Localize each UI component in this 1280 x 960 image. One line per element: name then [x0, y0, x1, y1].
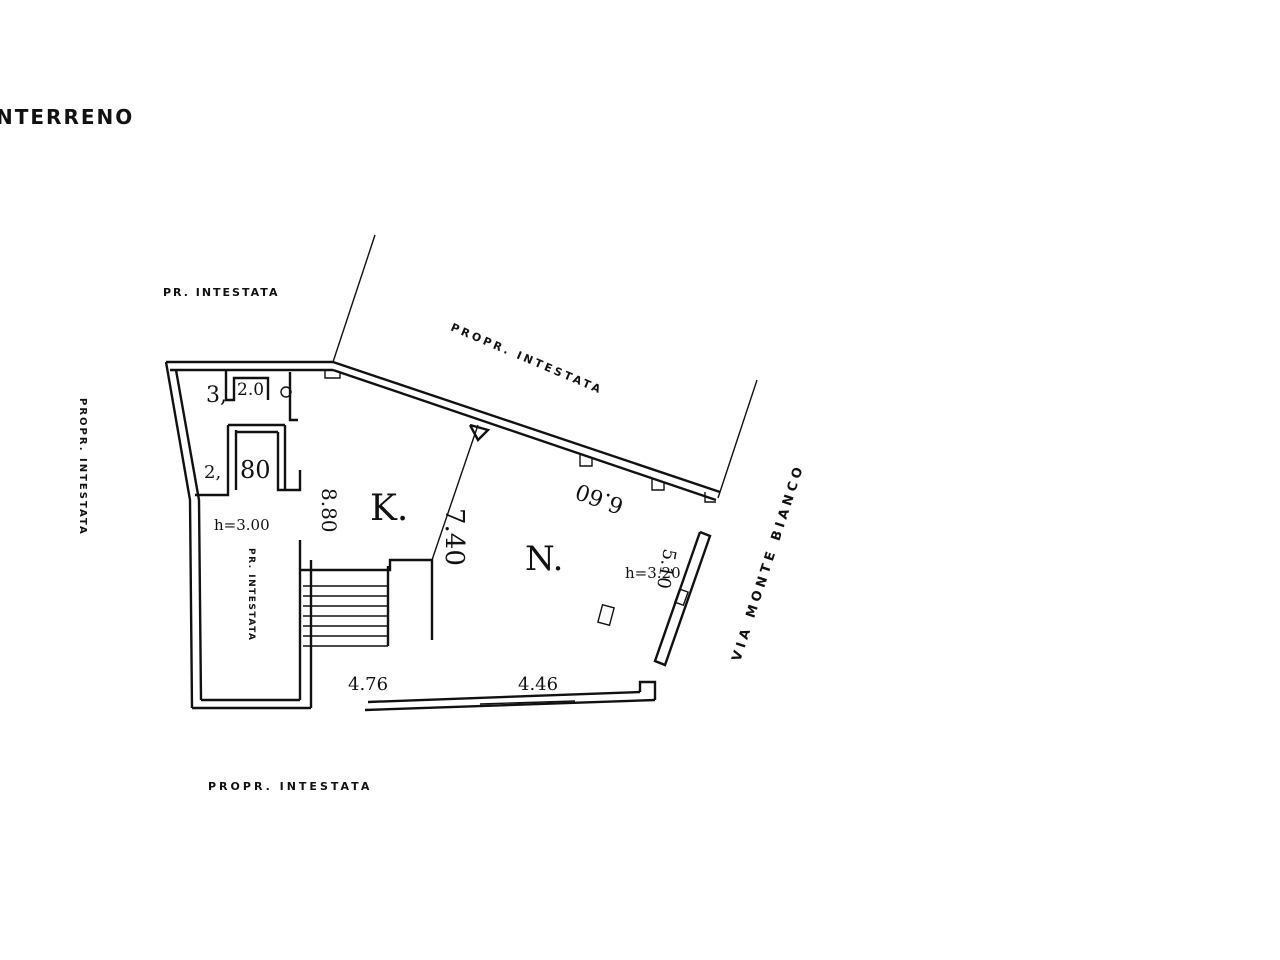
neighbor-label-top-left: PR. INTESTATA	[163, 286, 279, 299]
neighbor-label-inner-corridor: PR. INTESTATA	[246, 548, 256, 642]
dim-small-b: 2.0	[237, 380, 264, 400]
boundary-line-top	[332, 234, 376, 363]
dim-small-c: 2,	[204, 462, 221, 483]
service-rooms	[195, 370, 302, 497]
partition-diagonal	[431, 424, 479, 561]
neighbor-label-bottom: PROPR. INTESTATA	[208, 780, 372, 793]
column-mark	[597, 603, 615, 627]
dim-k-width: 8.80	[317, 488, 341, 533]
room-letter-n: N.	[525, 539, 563, 579]
wall-notches	[324, 370, 716, 503]
neighbor-label-top-diagonal: PROPR. INTESTATA	[449, 321, 605, 397]
dim-small-d: 80	[240, 456, 271, 484]
partition-head	[468, 423, 491, 442]
height-left: h=3.00	[214, 516, 270, 534]
dim-n-top: 6.60	[572, 478, 627, 518]
floor-heading: NTERRENO	[0, 105, 134, 129]
staircase	[300, 558, 434, 647]
street-label: VIA MONTE BIANCO	[730, 462, 808, 663]
dim-small-a: 3,	[206, 383, 227, 408]
dim-n-right: 5.10	[652, 547, 680, 590]
dim-bottom-left: 4.76	[348, 674, 388, 695]
neighbor-label-left: PROPR. INTESTATA	[77, 398, 88, 536]
height-right: h=3.20	[625, 564, 681, 582]
dim-bottom-right: 4.46	[518, 674, 558, 695]
room-letter-k: K.	[370, 488, 408, 529]
boundary-line-right	[717, 379, 758, 499]
shopfront-right	[653, 530, 712, 667]
dim-n-diag: 7.40	[439, 508, 469, 566]
